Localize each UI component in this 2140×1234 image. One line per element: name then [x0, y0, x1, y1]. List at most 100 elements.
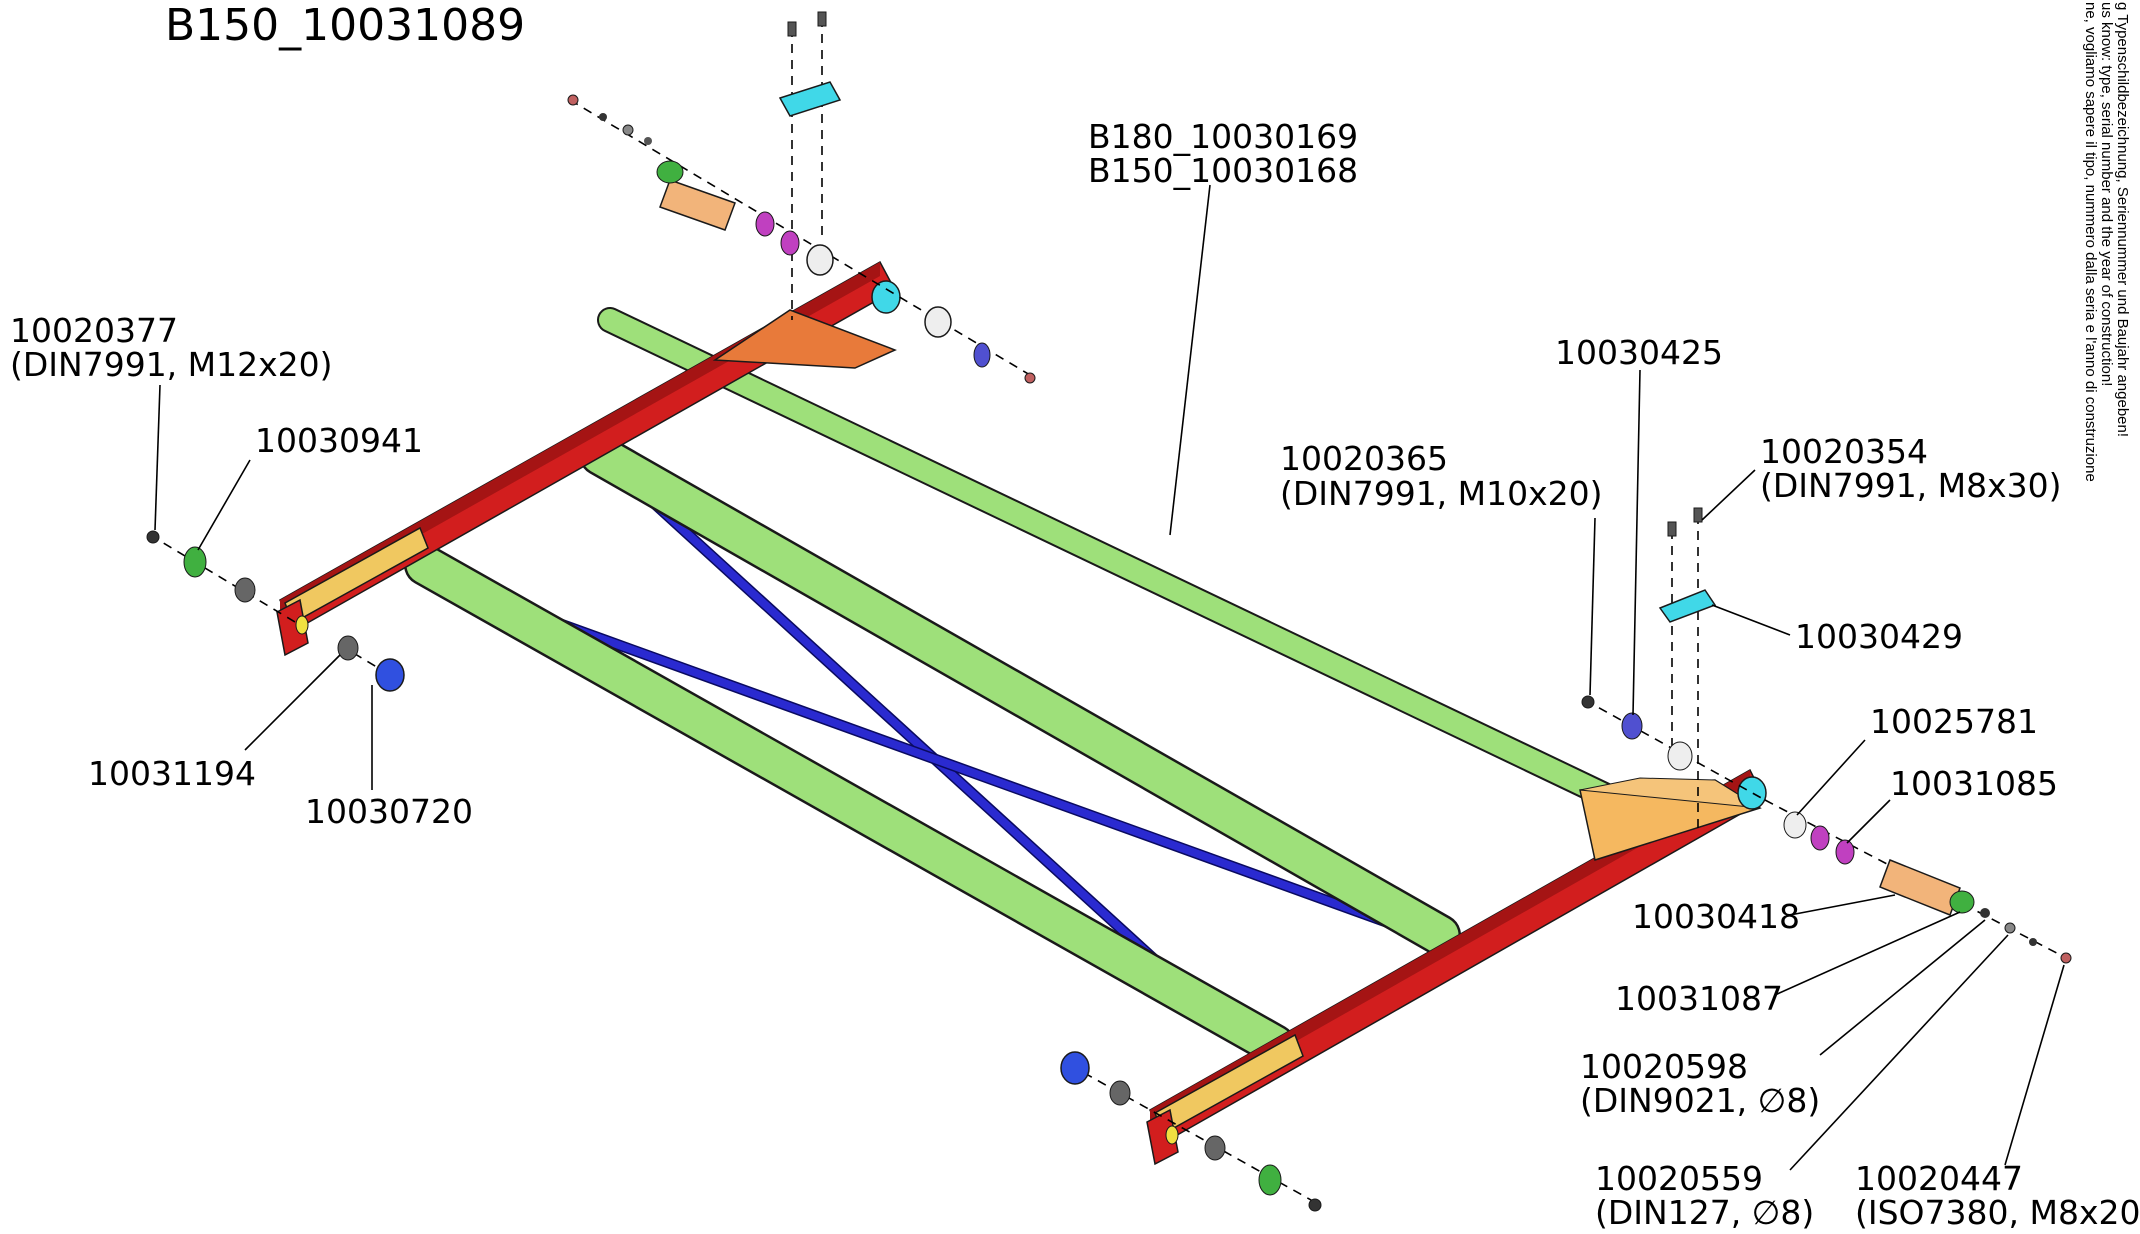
- label-tube-line2: B150_10030168: [1088, 151, 1358, 190]
- gusset-right-top: [1579, 777, 1761, 809]
- end-hole-right: [1165, 1125, 1179, 1145]
- mount-cylinder-right: [1737, 776, 1767, 810]
- bearing-right: [1783, 811, 1807, 839]
- leader-screw-top: [1701, 469, 1756, 521]
- hardware-bottom: [1060, 1051, 1322, 1212]
- label-bushing-left: 10030720: [305, 792, 473, 831]
- clamp-top-left: [778, 81, 842, 117]
- cross-brace-1-fill: [587, 442, 1213, 1013]
- leader-lines: [154, 184, 2065, 1171]
- leader-washer-din9021: [1819, 919, 1986, 1056]
- label-washer-left: 10030941: [255, 421, 423, 460]
- ring-left-1: [234, 577, 256, 603]
- lever-top-left: [656, 160, 684, 184]
- leader-screw-mid: [1589, 517, 1596, 696]
- label-bearing: 10025781: [1870, 702, 2038, 741]
- leader-bearing: [1796, 739, 1866, 816]
- leader-tube: [1169, 184, 1211, 536]
- washer-purple-2: [780, 230, 800, 256]
- shim-right: [1621, 712, 1643, 740]
- leader-spring-washer: [1789, 934, 2009, 1171]
- ring-bottom-2: [1204, 1135, 1226, 1161]
- bearing-right-top: [1667, 741, 1693, 771]
- screw-left: [146, 530, 160, 544]
- label-spring-washer-line2: (DIN127, ∅8): [1595, 1193, 1814, 1232]
- label-screw-top-line1: 10020354: [1760, 432, 1928, 471]
- bolt-head-top-left: [567, 94, 579, 106]
- pin-top-left: [659, 179, 736, 231]
- washer-small-1: [599, 113, 607, 121]
- label-bolt-line2: (ISO7380, M8x20): [1855, 1193, 2140, 1232]
- washer-blue-top: [973, 342, 991, 368]
- end-hole-left: [295, 615, 309, 635]
- label-screw-mid-line2: (DIN7991, M10x20): [1280, 474, 1603, 513]
- label-screw-left-line1: 10020377: [10, 311, 178, 350]
- frame-assembly: [276, 260, 1767, 1166]
- screw-right-2: [1693, 507, 1703, 523]
- bolt-right: [2060, 952, 2072, 964]
- label-lever: 10031087: [1615, 979, 1783, 1018]
- tube-middle-fill: [581, 436, 1459, 954]
- hardware-right: [1581, 507, 2072, 964]
- label-screw-left-line2: (DIN7991, M12x20): [10, 345, 333, 384]
- bushing-bottom: [1060, 1051, 1090, 1085]
- label-bolt-line1: 10020447: [1855, 1159, 2023, 1198]
- washer-green-bottom: [1258, 1164, 1282, 1196]
- end-block-right: [1146, 1108, 1179, 1166]
- side-note-line-2: us know: type, serial number and the yea…: [2098, 2, 2115, 386]
- mount-cylinder-left: [871, 280, 901, 314]
- lever-right: [1949, 890, 1975, 914]
- tube-rear-fill: [599, 309, 1626, 811]
- side-note-line-3: ne, vogliamo sapere il tipo, nummero dal…: [2082, 2, 2099, 482]
- washer-right-end: [2029, 938, 2037, 946]
- washer-small-2: [622, 124, 634, 136]
- nut-top-left-end: [1024, 372, 1036, 384]
- gusset-left: [712, 309, 897, 369]
- screw-top-left-2: [817, 11, 827, 27]
- end-cap-left: [284, 526, 429, 625]
- screw-top-left-1: [787, 21, 797, 37]
- end-cap-right: [1154, 1033, 1304, 1136]
- cross-brace-2-fill: [423, 571, 1452, 949]
- end-block-left: [276, 598, 309, 657]
- explode-axis-top-left: [569, 99, 1036, 379]
- washer-purple-1: [755, 211, 775, 237]
- drawing-title: B150_10031089: [165, 0, 525, 51]
- washer-purple-right-1: [1810, 825, 1830, 851]
- leader-bolt: [2004, 964, 2065, 1166]
- leader-lever: [1774, 911, 1961, 996]
- screw-right-1: [1667, 521, 1677, 537]
- washer-green-left: [183, 546, 207, 578]
- pin-right: [1879, 859, 1961, 916]
- leader-screw-left: [154, 384, 161, 531]
- label-tube-line1: B180_10030169: [1088, 117, 1358, 156]
- washer-purple-right-2: [1835, 839, 1855, 865]
- label-washer-din9021-line1: 10020598: [1580, 1047, 1748, 1086]
- label-screw-mid-line1: 10020365: [1280, 439, 1448, 478]
- explode-axis-left: [149, 534, 301, 626]
- bearing-top-left: [806, 244, 834, 276]
- label-pin: 10030418: [1632, 897, 1800, 936]
- label-washer-right: 10031085: [1890, 764, 2058, 803]
- screw-bottom: [1308, 1198, 1322, 1212]
- tube-front-fill: [406, 546, 1294, 1064]
- bearing-top-left-2: [924, 306, 952, 338]
- leader-clamp: [1711, 604, 1791, 636]
- washer-small-3: [644, 137, 652, 145]
- leader-washer-left: [197, 459, 251, 551]
- hardware-top-left: [567, 11, 1036, 384]
- side-note-line-1: g Typenschildbezeichnung, Seriennummer u…: [2114, 2, 2131, 437]
- ring-left-2: [337, 635, 359, 661]
- label-washer-din9021-line2: (DIN9021, ∅8): [1580, 1081, 1820, 1120]
- label-shim: 10030425: [1555, 333, 1723, 372]
- leader-pin: [1789, 894, 1896, 916]
- screw-mid-right: [1581, 695, 1595, 709]
- washer-din9021: [1980, 908, 1990, 918]
- leader-shim: [1632, 369, 1641, 716]
- leader-ring-left: [244, 654, 341, 751]
- bushing-left: [375, 658, 405, 692]
- leader-washer-right: [1846, 799, 1891, 844]
- side-note: g Typenschildbezeichnung, Seriennummer u…: [2082, 2, 2131, 482]
- ring-bottom-1: [1109, 1080, 1131, 1106]
